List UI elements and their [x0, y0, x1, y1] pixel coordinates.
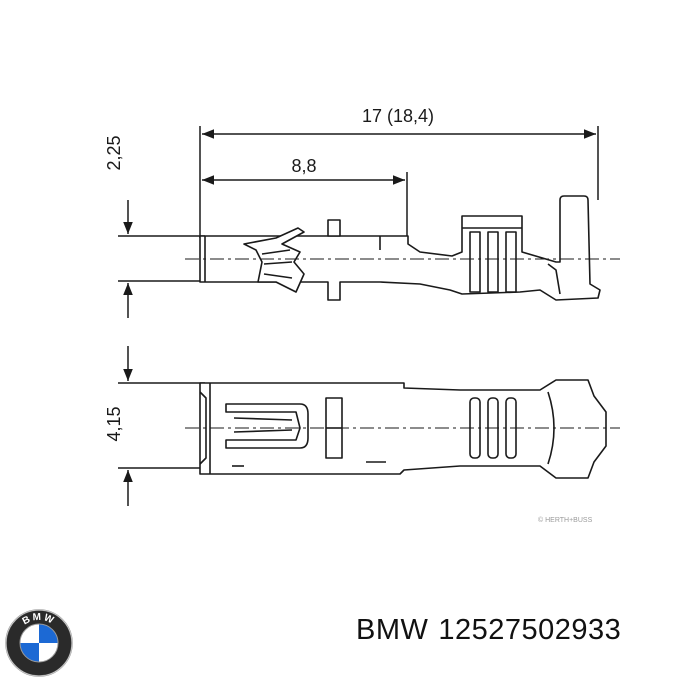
brand-name: BMW: [356, 614, 429, 646]
side-height-dimension: [118, 200, 205, 318]
credit-text: © HERTH+BUSS: [538, 516, 593, 524]
side-height-label: 2,25: [104, 135, 124, 170]
top-view-outline: [199, 379, 607, 479]
contact-length-label: 8,8: [291, 156, 316, 176]
overall-length-label: 17 (18,4): [362, 106, 434, 126]
part-caption: BMW 12527502933: [356, 614, 631, 647]
part-number: 12527502933: [438, 614, 622, 646]
dimension-contact-length: [202, 172, 408, 236]
side-view-outline: [199, 195, 601, 301]
bmw-logo: BMW: [5, 609, 73, 677]
top-width-dimension: [118, 346, 205, 506]
logo-lettering: BMW: [21, 612, 57, 628]
dimension-overall-length: [199, 126, 599, 238]
top-width-label: 4,15: [104, 406, 124, 441]
